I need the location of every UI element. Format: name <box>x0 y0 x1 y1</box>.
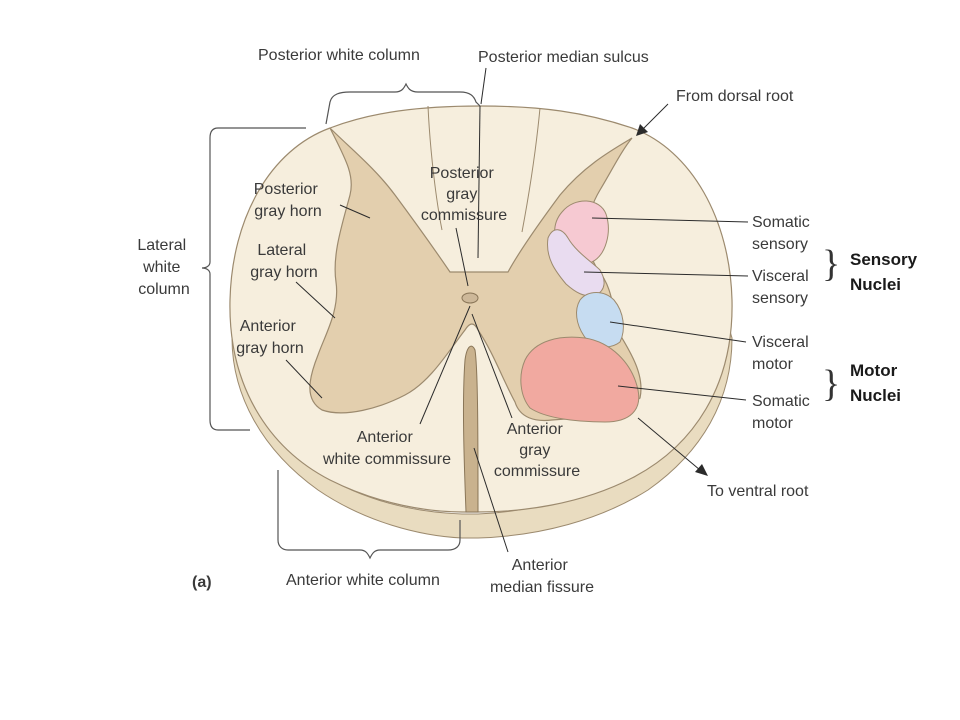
label-posterior-gray-horn: Posterior gray horn <box>254 181 322 220</box>
sensory-nuclei-brace: } <box>822 243 840 285</box>
label-anterior-median-fissure: Anterior median fissure <box>490 557 594 596</box>
visceral-sensory-nucleus <box>547 229 605 297</box>
posterior-white-column-bracket <box>325 82 481 125</box>
leader-posterior-gray-horn <box>339 204 371 219</box>
panel-label: (a) <box>192 574 212 591</box>
leader-lateral-gray-horn <box>295 281 336 319</box>
label-lateral-gray-horn: Lateral gray horn <box>250 242 318 281</box>
label-from-dorsal-root: From dorsal root <box>676 88 794 105</box>
leader-anterior-white-commissure <box>419 305 471 425</box>
leader-posterior-median-sulcus <box>480 67 487 105</box>
leader-posterior-gray-commissure <box>455 227 469 287</box>
label-posterior-gray-commissure: Posterior gray commissure <box>421 165 507 224</box>
lateral-white-column-bracket <box>201 127 306 431</box>
label-posterior-white-column: Posterior white column <box>258 47 420 64</box>
leader-visceral-motor <box>609 321 747 343</box>
label-visceral-sensory: Visceral sensory <box>752 268 813 307</box>
posterior-median-septum <box>477 105 481 259</box>
to-ventral-root-arrow <box>637 417 708 476</box>
label-visceral-motor: Visceral motor <box>752 334 813 373</box>
label-anterior-white-commissure: Anterior white commissure <box>322 429 451 468</box>
visceral-motor-nucleus <box>576 292 624 348</box>
anterior-median-fissure <box>462 345 479 513</box>
label-somatic-sensory: Somatic sensory <box>752 214 814 253</box>
posterior-column-divider-left <box>427 105 443 231</box>
from-dorsal-root-arrow <box>636 103 669 136</box>
somatic-motor-nucleus <box>520 336 640 423</box>
motor-nuclei-brace: } <box>822 363 840 405</box>
leader-somatic-sensory <box>591 217 749 223</box>
label-anterior-white-column: Anterior white column <box>286 572 440 589</box>
label-to-ventral-root: To ventral root <box>707 483 809 500</box>
label-posterior-median-sulcus: Posterior median sulcus <box>478 49 649 66</box>
label-lateral-white-column: Lateral white column <box>137 237 190 298</box>
leader-anterior-median-fissure <box>473 447 509 553</box>
label-sensory-nuclei: Sensory Nuclei <box>850 250 922 294</box>
posterior-column-divider-right <box>521 107 541 233</box>
leader-anterior-gray-horn <box>285 359 323 399</box>
leader-somatic-motor <box>617 385 747 401</box>
label-anterior-gray-commissure: Anterior gray commissure <box>494 421 580 480</box>
leader-visceral-sensory <box>583 271 749 277</box>
label-anterior-gray-horn: Anterior gray horn <box>236 318 304 357</box>
label-motor-nuclei: Motor Nuclei <box>850 361 902 405</box>
leader-anterior-gray-commissure <box>471 313 513 419</box>
label-somatic-motor: Somatic motor <box>752 393 814 432</box>
central-canal <box>461 292 479 304</box>
anterior-white-column-bracket <box>277 470 461 560</box>
